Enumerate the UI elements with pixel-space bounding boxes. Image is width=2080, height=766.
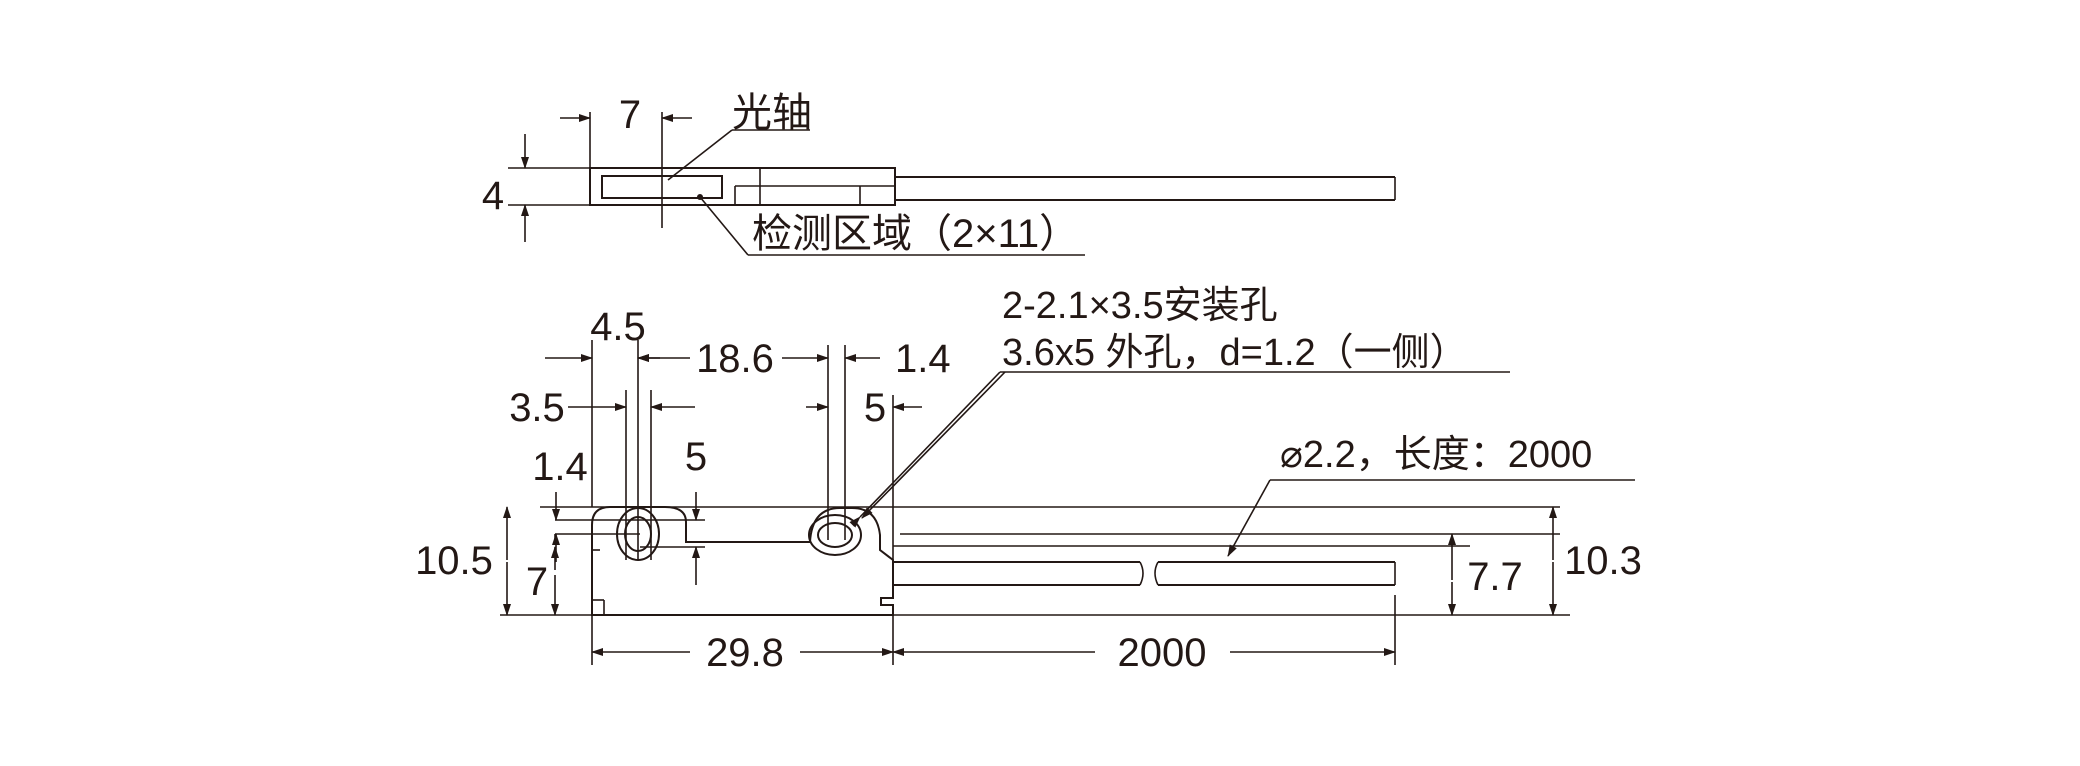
detection-area-label: 检测区域（2×11） — [752, 212, 1079, 256]
mounting-hole-note-line1: 2-2.1×3.5安装孔 — [1002, 285, 1278, 327]
mounting-hole-note-line2: 3.6x5 外孔，d=1.2（一侧） — [1002, 332, 1468, 374]
dim-10-5: 10.5 — [415, 539, 493, 583]
dim-2000-bottom: 2000 — [1118, 631, 1207, 675]
top-view: 7 光轴 4 检测区域（2×11） — [482, 91, 1396, 256]
right-mounting-hole-inner — [817, 522, 853, 548]
cable-spec-label: ⌀2.2，长度：2000 — [1280, 434, 1592, 476]
dim-5-right: 5 — [864, 386, 886, 430]
dim-5-left: 5 — [685, 435, 707, 479]
dim-7: 7 — [526, 560, 548, 604]
dim-7-7: 7.7 — [1467, 555, 1523, 599]
dim-29-8: 29.8 — [706, 631, 784, 675]
dim-3-5: 3.5 — [509, 386, 565, 430]
dim-18-6: 18.6 — [696, 337, 774, 381]
dim-10-3: 10.3 — [1564, 539, 1642, 583]
dim-7-top: 7 — [619, 93, 641, 137]
optical-axis-label: 光轴 — [732, 91, 812, 135]
dim-4-5: 4.5 — [590, 305, 646, 349]
sensor-body — [591, 506, 894, 616]
dim-1-4-top: 1.4 — [895, 337, 951, 381]
front-view: 4.5 18.6 1.4 3.5 5 1.4 5 10.5 — [415, 285, 1642, 675]
dim-4: 4 — [482, 174, 504, 218]
dim-1-4-left: 1.4 — [532, 445, 588, 489]
right-mounting-hole-outer — [808, 514, 862, 556]
